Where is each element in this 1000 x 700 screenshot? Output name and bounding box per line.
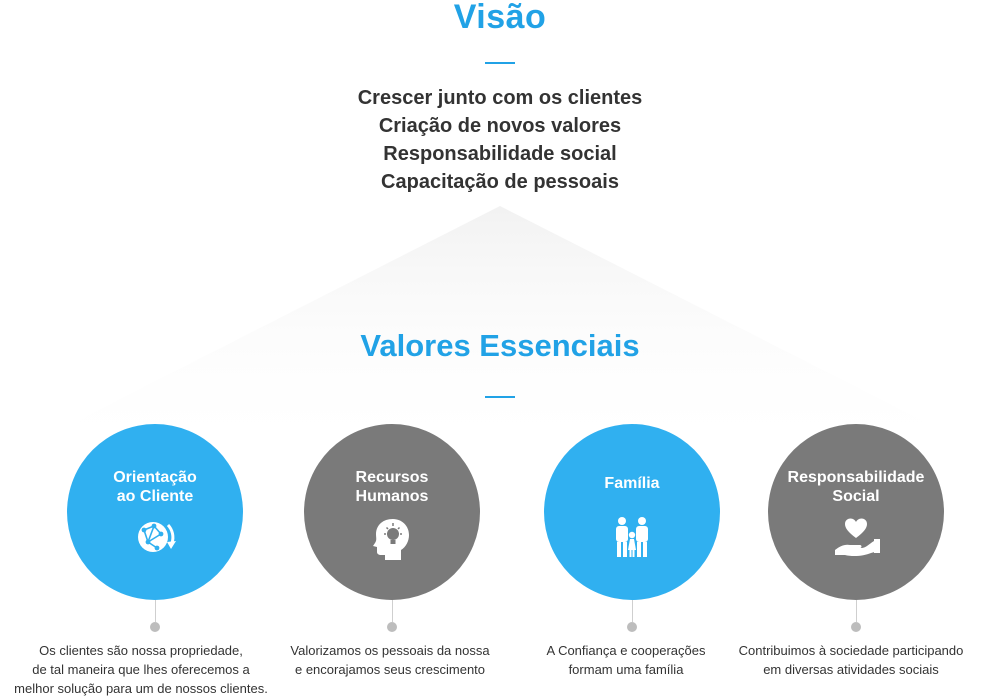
value-circle-human-resources: Recursos Humanos [304, 424, 480, 600]
connector-dot [851, 622, 861, 632]
head-lightbulb-icon [373, 519, 409, 560]
value-description-customer: Os clientes são nossa propriedade, de ta… [14, 643, 268, 696]
vision-item: Criação de novos valores [378, 115, 622, 137]
value-circle-social-responsibility: Responsabilidade Social [768, 424, 944, 600]
vision-title: Visão [453, 0, 547, 36]
vision-item: Crescer junto com os clientes [357, 87, 643, 109]
connector-dot [387, 622, 397, 632]
globe-refresh-icon [138, 522, 176, 552]
value-circle-customer: Orientação ao Cliente [67, 424, 243, 600]
value-label: Orientação ao Cliente [113, 469, 197, 505]
vision-divider [485, 62, 515, 64]
vision-list: Crescer junto com os clientes Criação de… [0, 84, 1000, 196]
values-title: Valores Essenciais [360, 328, 640, 363]
value-description-human-resources: Valorizamos os pessoais da nossa e encor… [290, 643, 490, 677]
connector-dot [150, 622, 160, 632]
connector-line [392, 600, 393, 622]
connector-line [856, 600, 857, 622]
value-description-social-responsibility: Contribuimos à sociedade participando em… [738, 643, 964, 677]
value-label: Responsabilidade Social [787, 469, 925, 505]
connector-line [632, 600, 633, 622]
connector-line [155, 600, 156, 622]
values-divider [485, 396, 515, 398]
value-description-family: A Confiança e cooperações formam uma fam… [546, 643, 706, 677]
heart-hand-icon [835, 518, 880, 557]
vision-item: Capacitação de pessoais [381, 171, 619, 193]
family-icon [616, 517, 648, 557]
vision-item: Responsabilidade social [383, 143, 617, 165]
connector-dot [627, 622, 637, 632]
value-label: Família [604, 475, 660, 492]
value-circle-family: Família [544, 424, 720, 600]
value-label: Recursos Humanos [355, 469, 429, 505]
